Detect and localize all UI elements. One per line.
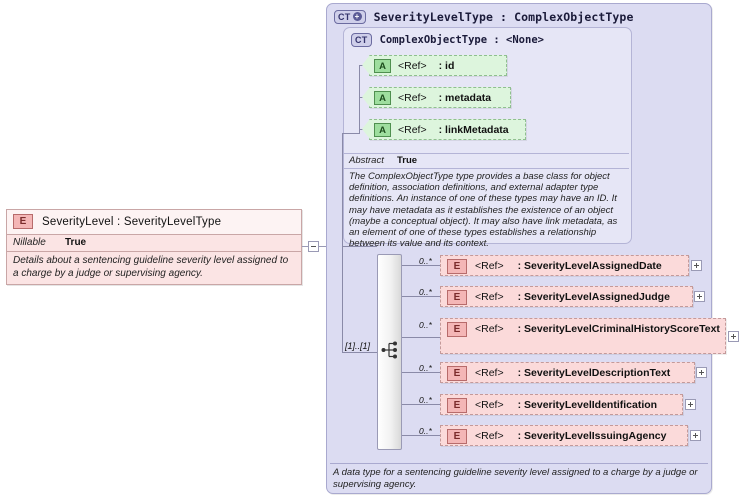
element-ref-label: <Ref> <box>475 260 504 272</box>
element-ref-label: <Ref> <box>475 291 504 303</box>
attribute-name: : linkMetadata <box>438 123 509 136</box>
element-icon-E: E <box>447 366 467 381</box>
expand-button-4[interactable] <box>696 367 707 378</box>
type-container-documentation: A data type for a sentencing guideline s… <box>330 463 708 490</box>
type-container-title: SeverityLevelType : ComplexObjectType <box>373 9 634 24</box>
attribute-pointer-icon <box>362 55 370 75</box>
plus-glyph-icon: + <box>352 12 362 21</box>
element-name: : SeverityLevelIssuingAgency <box>517 430 667 442</box>
abstract-row: Abstract True <box>344 153 629 169</box>
nillable-label: Nillable <box>13 237 46 248</box>
element-row-identification[interactable]: E <Ref> : SeverityLevelIdentification <box>440 394 683 415</box>
type-container-header: CT+ SeverityLevelType : ComplexObjectTyp… <box>327 4 711 24</box>
branch-line-5 <box>402 404 440 405</box>
attribute-pointer-icon <box>362 87 370 107</box>
element-ref-label: <Ref> <box>475 430 504 442</box>
element-row-assigned-judge[interactable]: E <Ref> : SeverityLevelAssignedJudge <box>440 286 693 307</box>
element-icon-E: E <box>447 398 467 413</box>
ct-icon-label: CT <box>355 35 368 45</box>
abstract-value: True <box>397 155 418 166</box>
element-ref-label: <Ref> <box>475 399 504 411</box>
element-icon-E: E <box>447 259 467 274</box>
element-row-description-text[interactable]: E <Ref> : SeverityLevelDescriptionText <box>440 362 695 383</box>
occurrence-label-3: 0..* <box>419 320 432 330</box>
base-type-header: CT ComplexObjectType : <None> <box>344 28 631 48</box>
occurrence-label-2: 0..* <box>419 287 432 297</box>
attribute-row-linkmetadata[interactable]: A <Ref> : linkMetadata <box>362 119 526 140</box>
attribute-row-id[interactable]: A <Ref> : id <box>362 55 507 76</box>
compositor-connector-vertical <box>342 246 343 352</box>
branch-line-4 <box>402 372 440 373</box>
compositor-connector-horizontal <box>342 246 377 247</box>
attr-tree-root-horizontal <box>342 133 360 134</box>
attribute-icon-A: A <box>374 122 391 137</box>
element-ref-label: <Ref> <box>475 367 504 379</box>
attribute-icon-A: A <box>374 58 391 73</box>
expand-button-3[interactable] <box>728 331 739 342</box>
collapse-toggle-button[interactable] <box>308 241 319 252</box>
attribute-name: : metadata <box>438 91 492 104</box>
severity-level-element-box[interactable]: E SeverityLevel : SeverityLevelType Nill… <box>6 209 302 285</box>
element-icon-E: E <box>447 290 467 305</box>
occurrence-label-4: 0..* <box>419 363 432 373</box>
attribute-ref-label: <Ref> <box>398 123 427 136</box>
nillable-value: True <box>65 237 87 248</box>
branch-line-2 <box>402 296 440 297</box>
branch-line-6 <box>402 435 440 436</box>
compositor-connector-in <box>342 352 377 353</box>
element-header: E SeverityLevel : SeverityLevelType <box>7 210 301 235</box>
element-property-nillable: Nillable True <box>7 235 301 252</box>
element-icon-E: E <box>447 322 467 337</box>
occurrence-label-5: 0..* <box>419 395 432 405</box>
occurrence-label-6: 0..* <box>419 426 432 436</box>
attr-tree-root-vertical <box>342 133 343 246</box>
attribute-icon-A: A <box>374 90 391 105</box>
base-type-documentation: The ComplexObjectType type provides a ba… <box>349 171 618 250</box>
complextype-icon[interactable]: CT <box>351 33 372 47</box>
element-icon-E: E <box>13 214 33 229</box>
element-documentation: Details about a sentencing guideline sev… <box>7 252 301 284</box>
element-row-assigned-date[interactable]: E <Ref> : SeverityLevelAssignedDate <box>440 255 689 276</box>
element-name: : SeverityLevelAssignedDate <box>517 260 662 272</box>
compositor-multiplicity-label: [1]..[1] <box>345 341 371 351</box>
abstract-label: Abstract <box>349 155 384 166</box>
attribute-pointer-icon <box>362 119 370 139</box>
element-name: : SeverityLevelCriminalHistoryScoreText <box>517 323 720 335</box>
element-row-criminal-history-score-text[interactable]: E <Ref> : SeverityLevelCriminalHistorySc… <box>440 318 726 354</box>
connector-line-left <box>302 246 308 247</box>
expand-button-5[interactable] <box>685 399 696 410</box>
abstract-panel: Abstract True The ComplexObjectType type… <box>344 153 629 252</box>
element-name: : SeverityLevelDescriptionText <box>517 367 671 379</box>
element-name: : SeverityLevelIdentification <box>517 399 658 411</box>
choice-compositor-icon <box>381 341 397 359</box>
branch-line-3 <box>402 337 440 338</box>
occurrence-label-1: 0..* <box>419 256 432 266</box>
attribute-row-metadata[interactable]: A <Ref> : metadata <box>362 87 511 108</box>
expand-button-2[interactable] <box>694 291 705 302</box>
element-row-issuing-agency[interactable]: E <Ref> : SeverityLevelIssuingAgency <box>440 425 688 446</box>
attribute-ref-label: <Ref> <box>398 59 427 72</box>
complextype-expand-icon[interactable]: CT+ <box>334 9 366 24</box>
expand-button-6[interactable] <box>690 430 701 441</box>
element-title: SeverityLevel : SeverityLevelType <box>42 215 222 228</box>
branch-line-1 <box>402 265 440 266</box>
attr-tree-vertical <box>359 65 360 133</box>
choice-compositor-bar[interactable] <box>377 254 402 450</box>
element-icon-E: E <box>447 429 467 444</box>
ct-icon-label: CT <box>338 11 351 22</box>
attribute-ref-label: <Ref> <box>398 91 427 104</box>
expand-button-1[interactable] <box>691 260 702 271</box>
base-type-title: ComplexObjectType : <None> <box>379 34 544 46</box>
element-name: : SeverityLevelAssignedJudge <box>517 291 670 303</box>
element-ref-label: <Ref> <box>475 323 504 335</box>
attribute-name: : id <box>438 59 455 72</box>
